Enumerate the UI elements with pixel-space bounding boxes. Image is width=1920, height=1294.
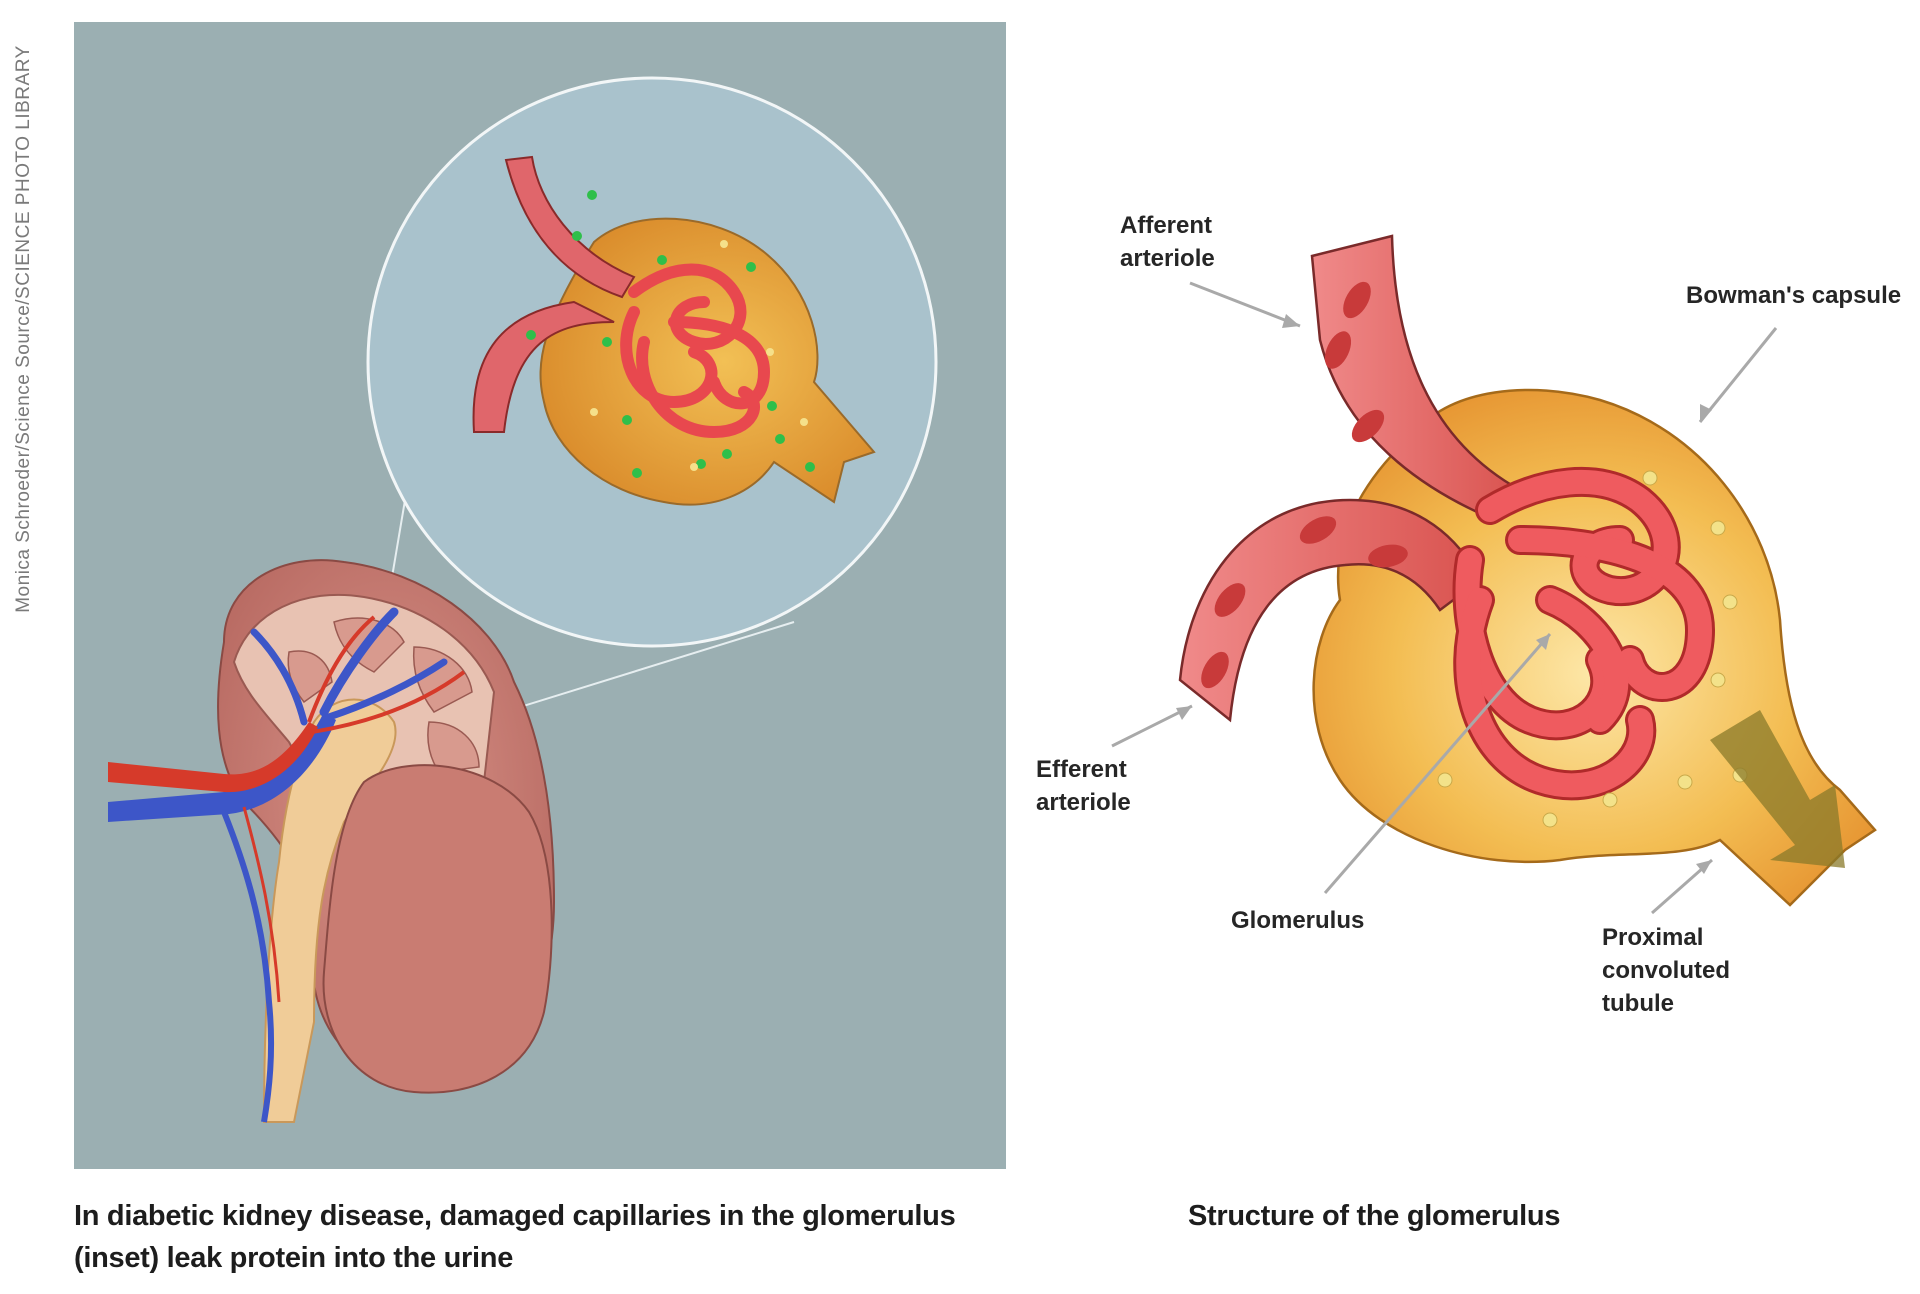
label-afferent-arteriole: Afferent arteriole: [1120, 209, 1240, 275]
pointer-arrowheads: [1176, 314, 1712, 874]
caption-right: Structure of the glomerulus: [1188, 1200, 1561, 1232]
label-bowmans-capsule: Bowman's capsule: [1686, 282, 1902, 309]
label-afferent-arteriole-text: Afferent arteriole: [1120, 212, 1215, 272]
efferent-arteriole-shape: [1178, 498, 1482, 723]
flow-arrow: [1710, 710, 1845, 868]
photo-credit-text: Monica Schroeder/Science Source/SCIENCE …: [13, 45, 34, 613]
label-glomerulus: Glomerulus: [1231, 907, 1365, 934]
label-efferent-arteriole: Efferent arteriole: [1036, 753, 1156, 819]
zoom-line-bottom: [503, 621, 795, 713]
photo-credit: Monica Schroeder/Science Source/SCIENCE …: [10, 24, 38, 634]
label-efferent-arteriole-text: Efferent arteriole: [1036, 756, 1131, 816]
bowmans-capsule-shape: [1312, 388, 1877, 907]
protein-drops: [1437, 470, 1748, 828]
afferent-arteriole-shape: [1310, 234, 1522, 522]
kidney-shape: [108, 559, 556, 1123]
inset-glomerulus: [472, 155, 876, 506]
glomerular-tuft: [1452, 466, 1716, 801]
caption-left: In diabetic kidney disease, damaged capi…: [74, 1200, 956, 1274]
pointer-lines: [1111, 281, 1778, 915]
label-proximal-convoluted-tubule: Proximal convoluted tubule: [1602, 921, 1742, 1020]
kidney-illustration: [108, 76, 938, 1123]
kidney-illustration-panel: [74, 22, 1006, 1169]
red-blood-cells: [1201, 281, 1408, 689]
label-proximal-convoluted-tubule-text: Proximal convoluted tubule: [1602, 924, 1731, 1017]
